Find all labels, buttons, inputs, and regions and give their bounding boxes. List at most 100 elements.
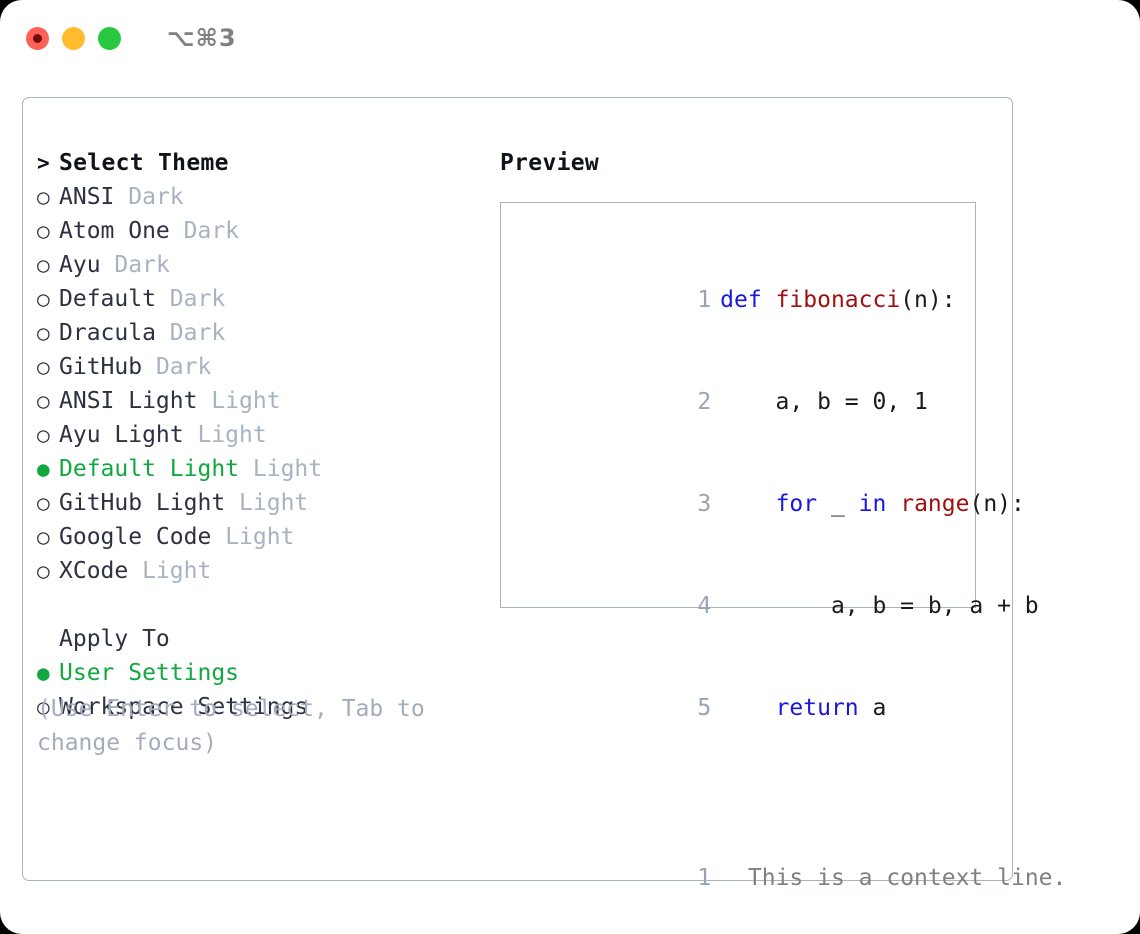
code-token: _: [817, 491, 859, 517]
theme-name: Default: [59, 286, 156, 312]
code-token: in: [858, 491, 887, 517]
radio-unselected-icon[interactable]: ○: [37, 695, 50, 719]
code-token: [720, 695, 775, 721]
diff-sign: [720, 865, 734, 891]
code-line: 2 a, b = 0, 1: [517, 351, 975, 453]
radio-unselected-icon[interactable]: ○: [37, 321, 50, 345]
theme-item-github-light[interactable]: ○ GitHub Light Light: [37, 486, 487, 520]
code-line: 5 return a: [517, 657, 975, 759]
apply-to-workspace-settings[interactable]: ○ Workspace Settings: [37, 690, 487, 724]
code-token: [886, 491, 900, 517]
code-token: a, b = 0, 1: [720, 389, 928, 415]
theme-name: GitHub Light: [59, 490, 226, 516]
theme-item-ansi-dark[interactable]: ○ANSI Dark: [37, 180, 487, 214]
line-number: 4: [697, 593, 712, 619]
radio-selected-icon[interactable]: ●: [37, 661, 50, 685]
radio-selected-icon[interactable]: ●: [37, 457, 50, 481]
minimize-traffic-light-icon[interactable]: [62, 26, 85, 50]
code-token: fibonacci: [775, 287, 901, 313]
theme-variant-label: Light: [142, 558, 212, 584]
code-token: def: [720, 287, 776, 313]
code-token: a: [858, 695, 887, 721]
prompt-caret-icon: >: [37, 151, 50, 175]
theme-item-github-dark[interactable]: ○ GitHub Dark: [37, 350, 487, 384]
select-theme-title: Select Theme: [59, 150, 229, 176]
theme-name: Ayu Light: [59, 422, 184, 448]
section-spacer: [37, 588, 487, 622]
theme-name: Dracula: [59, 320, 156, 346]
theme-item-ansi-light[interactable]: ○ ANSI Light Light: [37, 384, 487, 418]
theme-item-ayu-dark[interactable]: ○ Ayu Dark: [37, 248, 487, 282]
select-theme-header: > Select Theme: [37, 146, 487, 180]
keyboard-shortcut-label: ⌥⌘3: [167, 24, 237, 52]
code-token: (n):: [969, 491, 1025, 517]
diff-line-deleted: 2- This line was deleted.: [517, 929, 975, 934]
theme-variant-label: Dark: [114, 252, 170, 278]
line-number: 1: [697, 865, 712, 891]
theme-name: Default Light: [59, 456, 240, 482]
code-token: range: [900, 491, 970, 517]
theme-selector-column: >Select Theme ○ANSI Dark ○Atom One Dark …: [37, 146, 487, 724]
preview-title: Preview: [500, 150, 600, 176]
line-number: 5: [697, 695, 712, 721]
apply-to-user-settings[interactable]: ● User Settings: [37, 656, 487, 690]
title-bar: ⌥⌘3: [0, 0, 1140, 76]
radio-unselected-icon[interactable]: ○: [37, 491, 50, 515]
line-number: 3: [697, 491, 712, 517]
theme-name: Ayu: [59, 252, 101, 278]
apply-to-option-label: User Settings: [59, 660, 240, 686]
theme-variant-label: Dark: [169, 320, 226, 346]
code-token: a, b = b, a + b: [720, 593, 1039, 619]
theme-variant-label: Dark: [155, 354, 212, 380]
radio-unselected-icon[interactable]: ○: [37, 389, 50, 413]
radio-unselected-icon[interactable]: ○: [37, 355, 50, 379]
apply-to-title: Apply To: [59, 626, 170, 652]
preview-box: 1 def fibonacci (n): 2 a, b = 0, 1 3 for _…: [500, 202, 1066, 891]
line-number: 1: [697, 287, 712, 313]
maximize-traffic-light-icon[interactable]: [98, 26, 121, 50]
keyboard-hint-text: (Use Enter to select, Tab to change focu…: [37, 696, 425, 756]
theme-item-default-dark[interactable]: ○ Default Dark: [37, 282, 487, 316]
radio-unselected-icon[interactable]: ○: [37, 287, 50, 311]
spacer-icon: ○: [37, 622, 59, 656]
theme-name: GitHub: [59, 354, 143, 380]
theme-item-google-code[interactable]: ○ Google Code Light: [37, 520, 487, 554]
theme-item-xcode[interactable]: ○ XCode Light: [37, 554, 487, 588]
traffic-light-buttons: [26, 26, 121, 50]
main-panel: >Select Theme ○ANSI Dark ○Atom One Dark …: [22, 97, 1066, 891]
code-line: 4 a, b = b, a + b: [517, 555, 1038, 657]
code-token: [720, 491, 775, 517]
code-token: for: [775, 491, 818, 517]
theme-name: Google Code: [59, 524, 212, 550]
apply-to-header: ○Apply To: [37, 622, 487, 656]
radio-unselected-icon[interactable]: ○: [37, 253, 50, 277]
theme-item-ayu-light[interactable]: ○ Ayu Light Light: [37, 418, 487, 452]
radio-unselected-icon[interactable]: ○: [37, 219, 50, 243]
radio-unselected-icon[interactable]: ○: [37, 559, 50, 583]
code-token: return: [775, 695, 859, 721]
preview-column: Preview 1 def fibonacci (n): 2 a, b = 0, 1…: [500, 146, 1066, 891]
theme-name: XCode: [59, 558, 129, 584]
theme-item-default-light[interactable]: ● Default Light Light: [37, 452, 487, 486]
radio-unselected-icon[interactable]: ○: [37, 525, 50, 549]
theme-name: ANSI: [59, 184, 115, 210]
diff-text: This is a context line.: [734, 865, 1067, 891]
theme-variant-label: Dark: [183, 218, 240, 244]
theme-variant-label: Light: [211, 388, 281, 414]
theme-item-dracula-dark[interactable]: ○ Dracula Dark: [37, 316, 487, 350]
radio-unselected-icon[interactable]: ○: [37, 423, 50, 447]
code-blank-line: [517, 759, 975, 793]
radio-unselected-icon[interactable]: ○: [37, 185, 50, 209]
theme-variant-label: Light: [252, 456, 323, 482]
theme-variant-label: Light: [239, 490, 309, 516]
theme-item-atom-one-dark[interactable]: ○Atom One Dark: [37, 214, 487, 248]
theme-variant-label: Light: [225, 524, 295, 550]
theme-variant-label: Light: [197, 422, 267, 448]
theme-variant-label: Dark: [169, 286, 226, 312]
theme-name: ANSI Light: [59, 388, 198, 414]
line-number: 2: [697, 389, 712, 415]
close-traffic-light-icon[interactable]: [26, 26, 49, 50]
apply-to-option-label: Workspace Settings: [59, 694, 309, 720]
